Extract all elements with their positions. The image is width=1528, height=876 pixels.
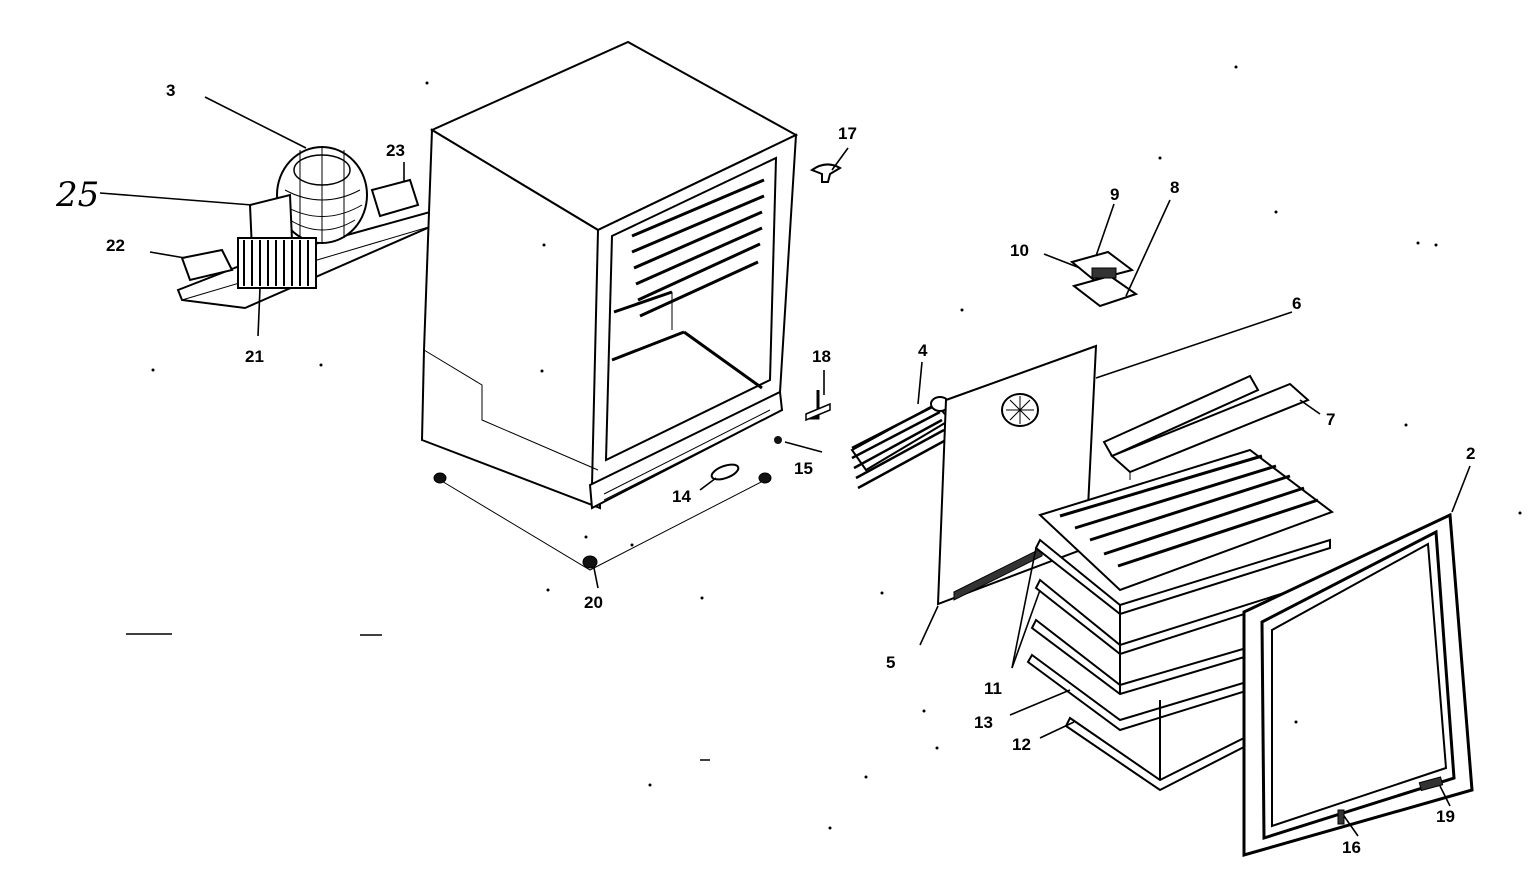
label-part-10: 10 — [1010, 241, 1029, 260]
part-labels: 3 25 22 21 23 17 18 15 14 20 4 5 9 8 10 … — [55, 81, 1475, 857]
rails — [1095, 311, 1321, 480]
small-parts — [699, 147, 849, 491]
control-box — [1043, 199, 1171, 308]
label-part-13: 13 — [974, 713, 993, 732]
label-part-16: 16 — [1342, 838, 1361, 857]
label-part-20: 20 — [584, 593, 603, 612]
door-frame — [1242, 465, 1474, 857]
label-part-22: 22 — [106, 236, 125, 255]
label-part-9: 9 — [1110, 185, 1119, 204]
label-part-25: 25 — [55, 175, 99, 215]
label-part-4: 4 — [918, 341, 928, 360]
label-part-12: 12 — [1012, 735, 1031, 754]
label-part-3: 3 — [166, 81, 175, 100]
label-part-19: 19 — [1436, 807, 1455, 826]
evaporator-and-panel — [850, 344, 1098, 646]
label-part-8: 8 — [1170, 178, 1179, 197]
label-part-14: 14 — [672, 487, 691, 506]
label-part-21: 21 — [245, 347, 264, 366]
shelves — [1009, 448, 1335, 792]
scan-specks — [126, 65, 1522, 830]
label-part-18: 18 — [812, 347, 831, 366]
label-part-7: 7 — [1326, 410, 1335, 429]
cabinet — [420, 40, 799, 589]
label-part-23: 23 — [386, 141, 405, 160]
label-part-6: 6 — [1292, 294, 1301, 313]
label-part-2: 2 — [1466, 444, 1475, 463]
label-part-17: 17 — [838, 124, 857, 143]
compressor-assembly — [99, 96, 434, 337]
label-part-11: 11 — [984, 679, 1002, 698]
label-part-15: 15 — [794, 459, 813, 478]
label-part-5: 5 — [886, 653, 895, 672]
